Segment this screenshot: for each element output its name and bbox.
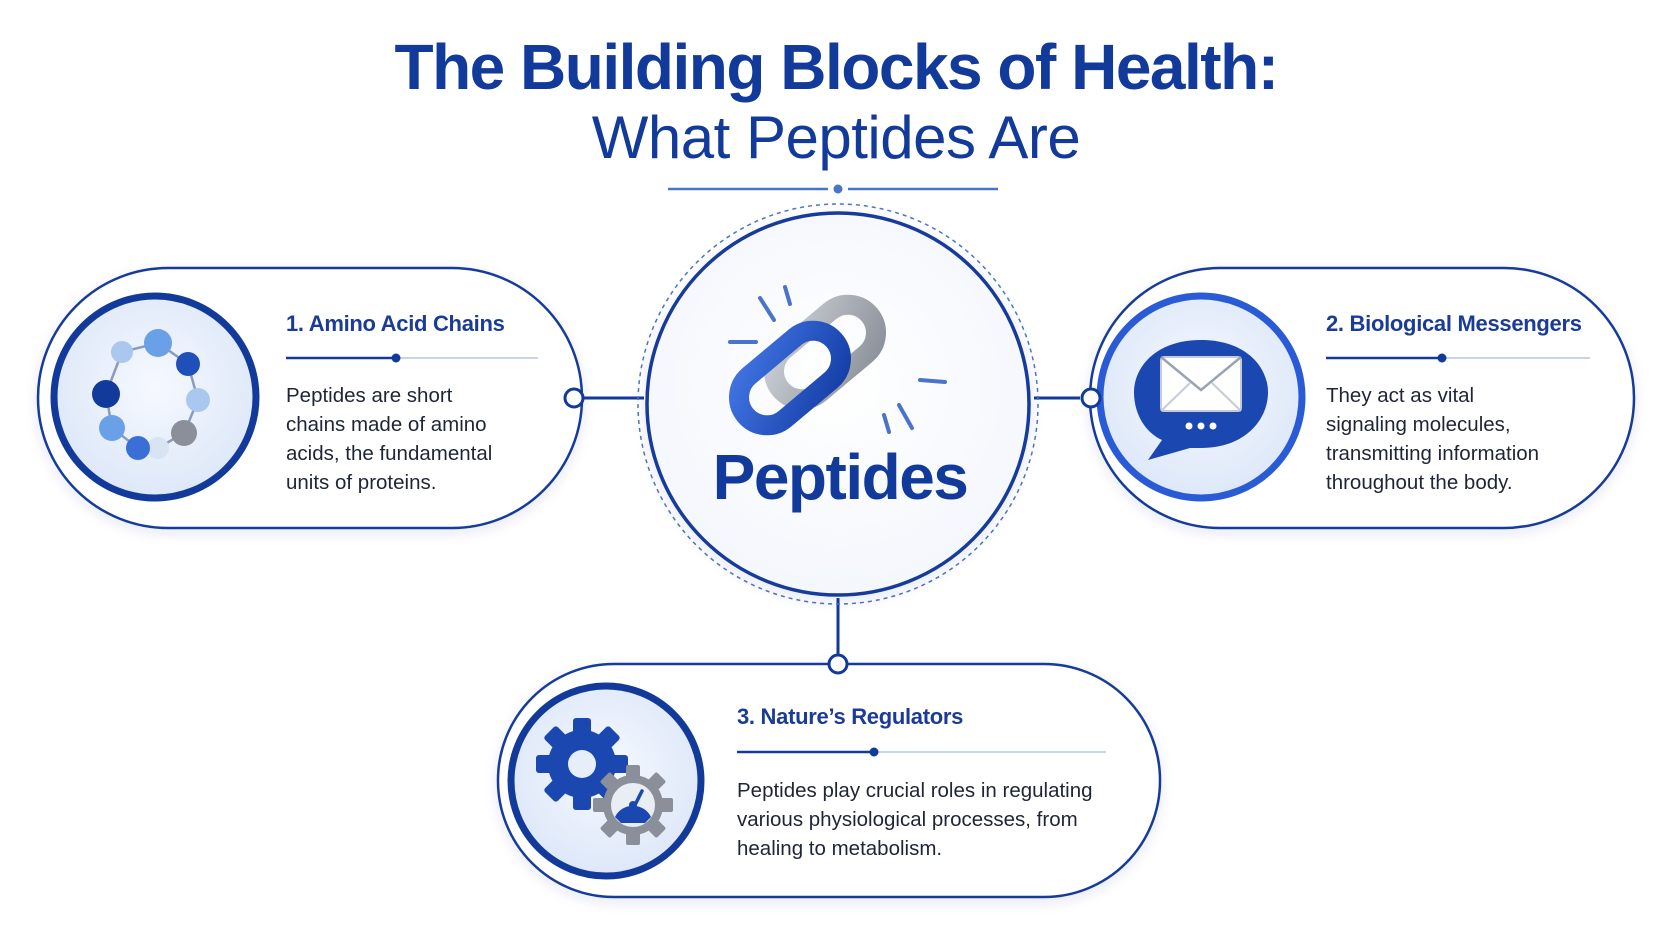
message-envelope-icon [1134, 340, 1268, 460]
page-subtitle: What Peptides Are [591, 104, 1081, 171]
card-2-body-line: signaling molecules, [1326, 413, 1511, 436]
card-2-body-line: They act as vital [1326, 384, 1475, 407]
card-1-body-line: Peptides are short [286, 384, 453, 407]
page-title: The Building Blocks of Health: [394, 31, 1279, 103]
card-1-body-line: units of proteins. [286, 471, 437, 494]
center-hub [637, 203, 1039, 605]
card-3-body-line: various physiological processes, from [737, 808, 1078, 831]
connector-lines [582, 396, 1080, 654]
connector-nodes [563, 387, 1102, 675]
card-3-text: 3. Nature’s Regulators Peptides play cru… [737, 704, 1137, 863]
card-3-heading: 3. Nature’s Regulators [737, 704, 964, 729]
card-3-body-line: healing to metabolism. [737, 837, 943, 860]
card-3-body-line: Peptides play crucial roles in regulatin… [737, 779, 1093, 802]
card-2-heading: 2. Biological Messengers [1326, 311, 1582, 336]
card-amino-acid-chains [36, 266, 584, 530]
card-2-text: 2. Biological Messengers They act as vit… [1326, 311, 1616, 497]
card-2-body-line: throughout the body. [1326, 471, 1513, 494]
card-1-body: Peptides are short chains made of amino … [286, 381, 566, 497]
center-label: Peptides [712, 441, 969, 513]
gear-gauge-icon [536, 718, 673, 845]
card-2-body: They act as vital signaling molecules, t… [1326, 381, 1616, 497]
card-1-heading: 1. Amino Acid Chains [286, 311, 505, 336]
title-divider [668, 184, 998, 194]
card-1-body-line: chains made of amino [286, 413, 487, 436]
card-1-body-line: acids, the fundamental [286, 442, 493, 465]
chain-link-icon [728, 285, 947, 436]
heading-underlines [286, 353, 1590, 757]
card-2-body-line: transmitting information [1326, 442, 1540, 465]
card-3-body: Peptides play crucial roles in regulatin… [737, 776, 1137, 863]
amino-acid-ring-icon [92, 329, 210, 460]
card-1-text: 1. Amino Acid Chains Peptides are short … [286, 311, 566, 497]
